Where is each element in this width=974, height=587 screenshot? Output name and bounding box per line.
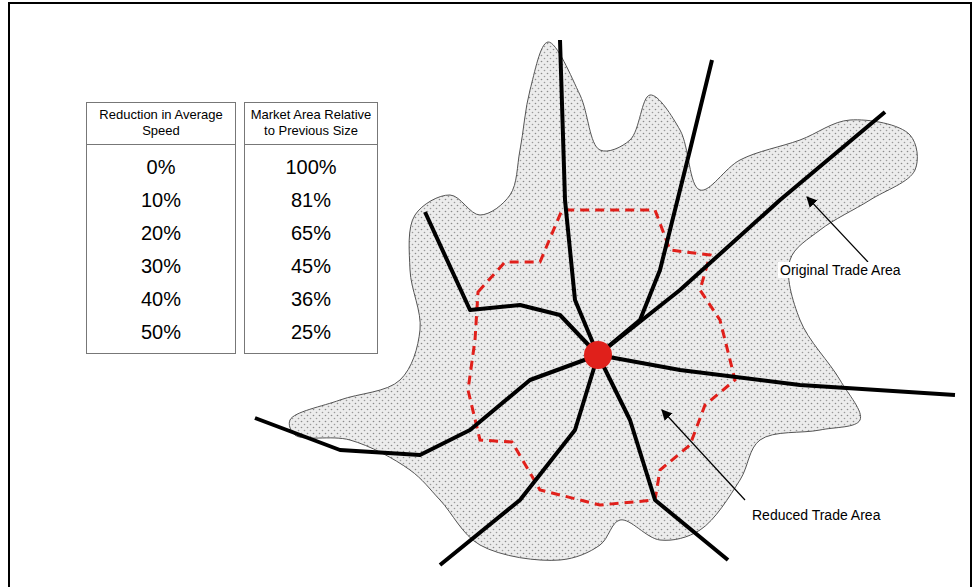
table-cell: 40% [87, 283, 235, 316]
table-column: Reduction in Average Speed 0%10%20%30%40%… [86, 102, 236, 354]
table-cell: 20% [87, 217, 235, 250]
leader-arrow [662, 410, 745, 500]
road [598, 112, 885, 355]
reduced-trade-area [468, 210, 735, 505]
road [598, 355, 955, 395]
table-cell: 0% [87, 151, 235, 184]
leader-arrow [807, 197, 868, 262]
table-cell: 50% [87, 316, 235, 349]
column-header: Reduction in Average Speed [87, 103, 235, 145]
road [598, 355, 728, 560]
map-label: Reduced Trade Area [750, 507, 882, 523]
map-label: Original Trade Area [778, 262, 903, 278]
column-header: Market Area Relative to Previous Size [245, 103, 377, 145]
table-cell: 100% [245, 151, 377, 184]
table-cell: 81% [245, 184, 377, 217]
road [560, 40, 598, 355]
table-cell: 65% [245, 217, 377, 250]
table-cell: 10% [87, 184, 235, 217]
original-trade-area [289, 42, 917, 560]
table-column: Market Area Relative to Previous Size 100… [244, 102, 378, 354]
road [255, 355, 598, 455]
table-cell: 25% [245, 316, 377, 349]
table-cell: 30% [87, 250, 235, 283]
town-center [584, 341, 612, 369]
road [425, 212, 598, 355]
road [440, 355, 598, 565]
table-cell: 45% [245, 250, 377, 283]
table-cell: 36% [245, 283, 377, 316]
